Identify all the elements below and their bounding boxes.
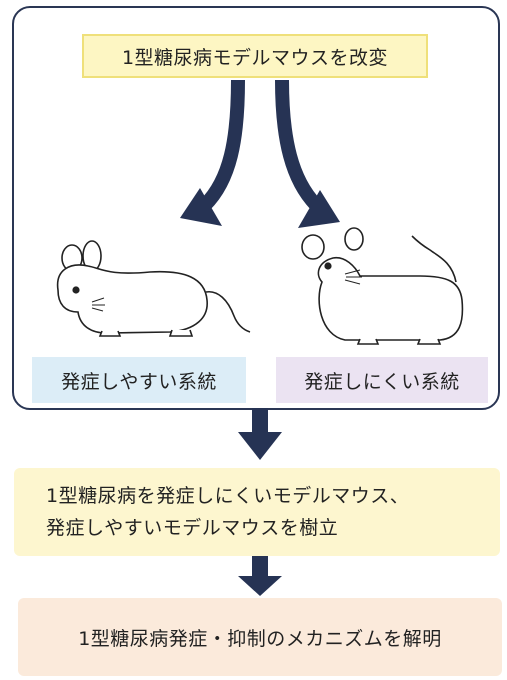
established-models-box: 1型糖尿病を発症しにくいモデルマウス、 発症しやすいモデルマウスを樹立 [14, 468, 500, 556]
established-models-line-2: 発症しやすいモデルマウスを樹立 [46, 517, 339, 539]
mechanism-elucidation-box: 1型糖尿病発症・抑制のメカニズムを解明 [18, 598, 502, 676]
established-models-line-1: 1型糖尿病を発症しにくいモデルマウス、 [46, 485, 410, 507]
arrow-to-conclusion [238, 556, 282, 596]
arrow-to-result [238, 408, 282, 460]
susceptible-strain-label: 発症しやすい系統 [32, 357, 246, 403]
mouse-resistant-icon [301, 227, 464, 345]
modified-model-label: 1型糖尿病モデルマウスを改変 [82, 34, 428, 78]
mouse-susceptible-icon [56, 240, 251, 337]
arrow-to-resistant [275, 79, 340, 228]
resistant-strain-label: 発症しにくい系統 [276, 357, 488, 403]
arrow-to-susceptible [180, 79, 245, 226]
